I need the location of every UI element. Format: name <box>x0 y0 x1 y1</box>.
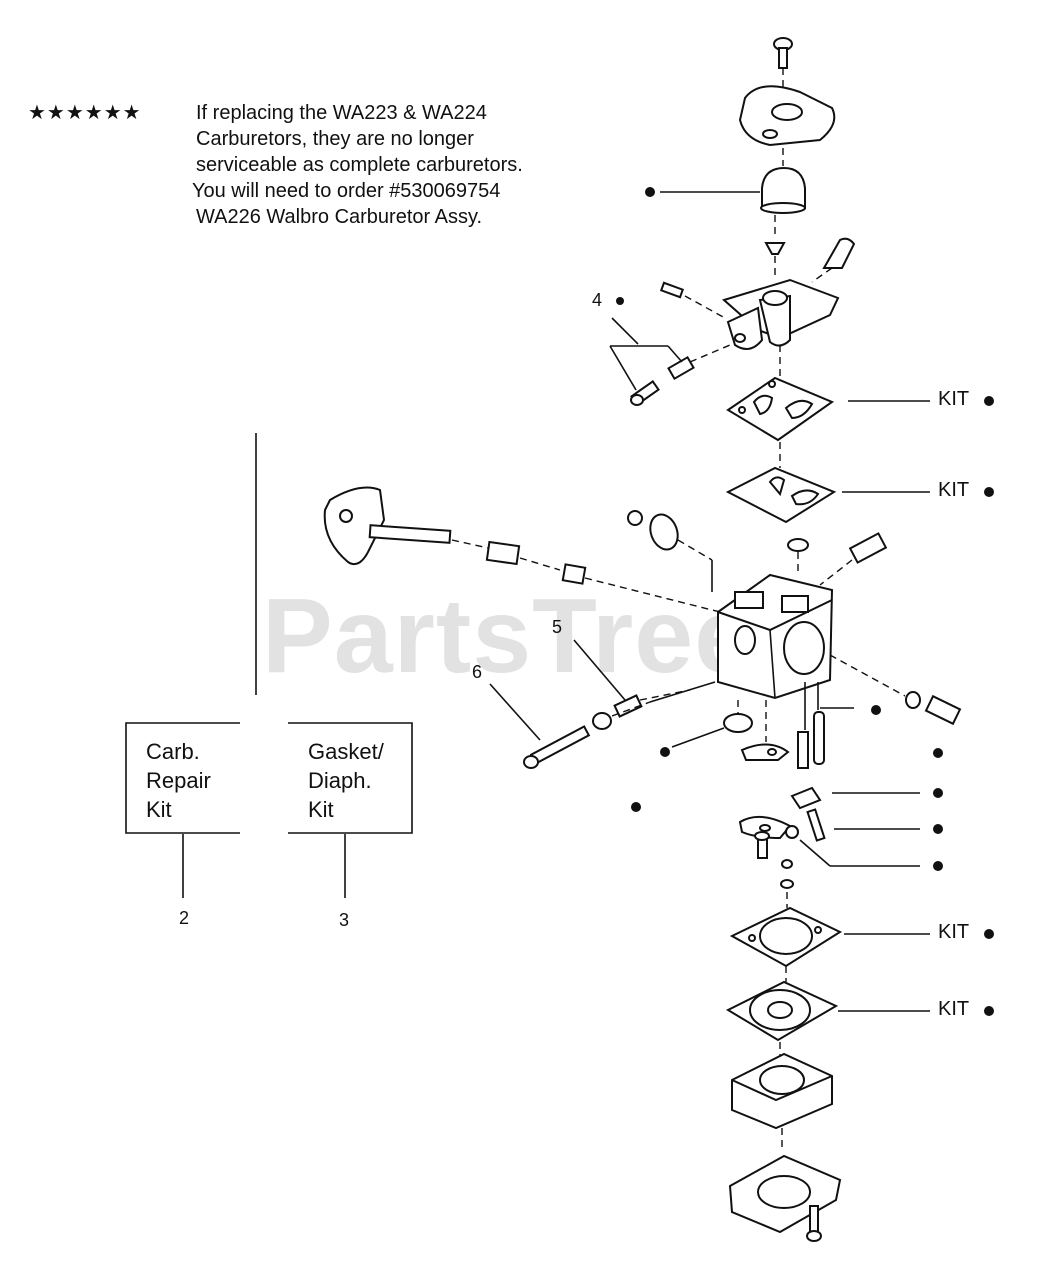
note-line: If replacing the WA223 & WA224 <box>196 102 487 124</box>
gasket-diaph-kit-label: Gasket/ Diaph. Kit <box>288 723 412 833</box>
note-line: Carburetors, they are no longer <box>196 128 474 150</box>
ref-number-3: 3 <box>339 910 350 930</box>
top-plug <box>787 538 809 552</box>
small-oring <box>780 859 794 889</box>
check-valve <box>764 242 786 255</box>
valve-clip <box>790 786 822 810</box>
note-line: You will need to order #530069754 <box>192 180 501 202</box>
callout-6: 6 <box>472 662 483 682</box>
kit-tag: KIT <box>938 388 970 410</box>
metering-spring <box>797 731 809 769</box>
kit-line: Gasket/ <box>308 739 384 764</box>
callout-5: 5 <box>552 617 563 637</box>
callout-4: 4 <box>592 290 603 310</box>
purge-body <box>721 278 840 350</box>
cover-plate <box>738 85 836 147</box>
spring-5 <box>613 694 643 718</box>
throttle-nut <box>561 563 587 585</box>
lever-screw <box>754 831 770 859</box>
metering-gasket <box>725 466 837 524</box>
note-line: serviceable as complete carburetors. <box>196 154 523 176</box>
metering-disc <box>738 815 792 840</box>
lever-pin <box>813 711 825 765</box>
lower-gasket <box>729 906 843 968</box>
kit-tag: KIT <box>938 479 970 501</box>
kit-tag: KIT <box>938 921 970 943</box>
top-screw <box>773 37 793 69</box>
gasket-kit-box <box>288 722 413 834</box>
choke-screw <box>627 510 643 526</box>
carb-repair-kit-label: Carb. Repair Kit <box>126 723 240 833</box>
washer-6 <box>592 712 612 730</box>
metering-diaphragm <box>725 980 839 1042</box>
note-line: WA226 Walbro Carburetor Assy. <box>196 206 483 228</box>
retainer-pin <box>806 808 826 842</box>
purge-gasket <box>726 376 835 442</box>
shaft-bushing <box>485 540 521 566</box>
throttle-lever <box>323 486 452 566</box>
replacement-note: If replacing the WA223 & WA224 Carbureto… <box>192 100 616 230</box>
metering-lever <box>740 743 790 762</box>
needle-6 <box>523 725 591 769</box>
kit-line: Kit <box>146 797 172 822</box>
fuel-inlet-fitting <box>905 691 962 726</box>
note-stars: ★★★★★★ <box>28 102 142 124</box>
pin-upper <box>659 281 685 299</box>
primer-bulb <box>760 166 806 214</box>
choke-plate <box>649 513 679 551</box>
screw-4 <box>630 380 660 406</box>
metering-cover <box>731 1052 833 1130</box>
kit-line: Diaph. <box>308 768 372 793</box>
kit-line: Repair <box>146 768 211 793</box>
bottom-cover <box>728 1154 842 1234</box>
ref-number-2: 2 <box>179 908 190 928</box>
small-screw <box>785 825 799 839</box>
kit-tag: KIT <box>938 998 970 1020</box>
carburetor-body <box>717 573 834 700</box>
bottom-screw <box>806 1205 822 1242</box>
carb-kit-box <box>125 722 240 834</box>
fitting-tube <box>848 532 888 564</box>
kit-line: Carb. <box>146 739 200 764</box>
kit-line: Kit <box>308 797 334 822</box>
fuel-elbow <box>822 237 856 269</box>
inlet-needle-seat <box>723 713 753 733</box>
